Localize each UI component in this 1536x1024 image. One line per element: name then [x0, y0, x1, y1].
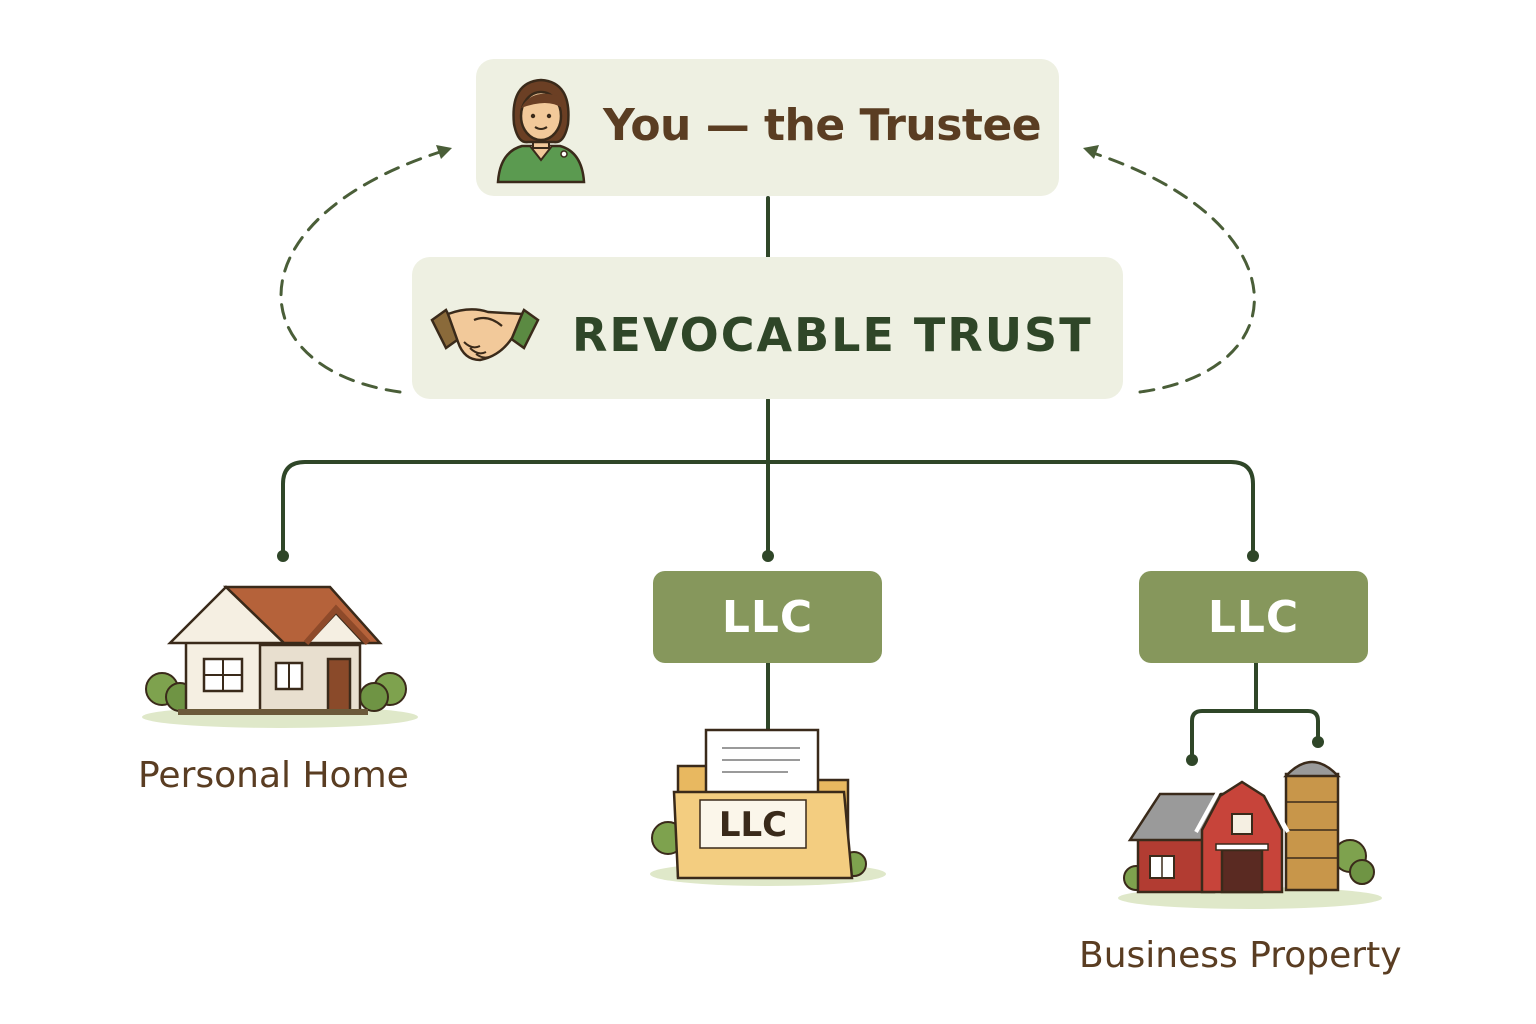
personal-home-label: Personal Home: [138, 755, 409, 796]
revocable-trust-label: REVOCABLE TRUST: [572, 308, 1093, 362]
dashed-loop-left: [279, 150, 442, 394]
branch-dot-llc1: [762, 550, 774, 562]
dashed-loop-right: [1088, 150, 1256, 394]
business-split-line: [1190, 709, 1320, 760]
llc-box-left: LLC: [653, 571, 882, 663]
llc-box-right: LLC: [1139, 571, 1368, 663]
barn-icon: [1118, 760, 1382, 909]
branch-dot-home: [277, 550, 289, 562]
handshake-icon: [430, 308, 540, 362]
branch-line: [281, 460, 1255, 556]
arrowhead-left: [436, 145, 452, 159]
house-icon: [142, 585, 418, 728]
folder-llc-label: LLC: [719, 805, 787, 845]
trustee-label: You — the Trustee: [603, 100, 1042, 151]
split-dot-barn: [1186, 754, 1198, 766]
split-dot-silo: [1312, 736, 1324, 748]
branch-dot-llc2: [1247, 550, 1259, 562]
arrowhead-right: [1083, 145, 1099, 159]
person-icon: [496, 78, 586, 184]
business-property-label: Business Property: [1079, 935, 1402, 976]
folder-icon: LLC: [650, 728, 886, 886]
